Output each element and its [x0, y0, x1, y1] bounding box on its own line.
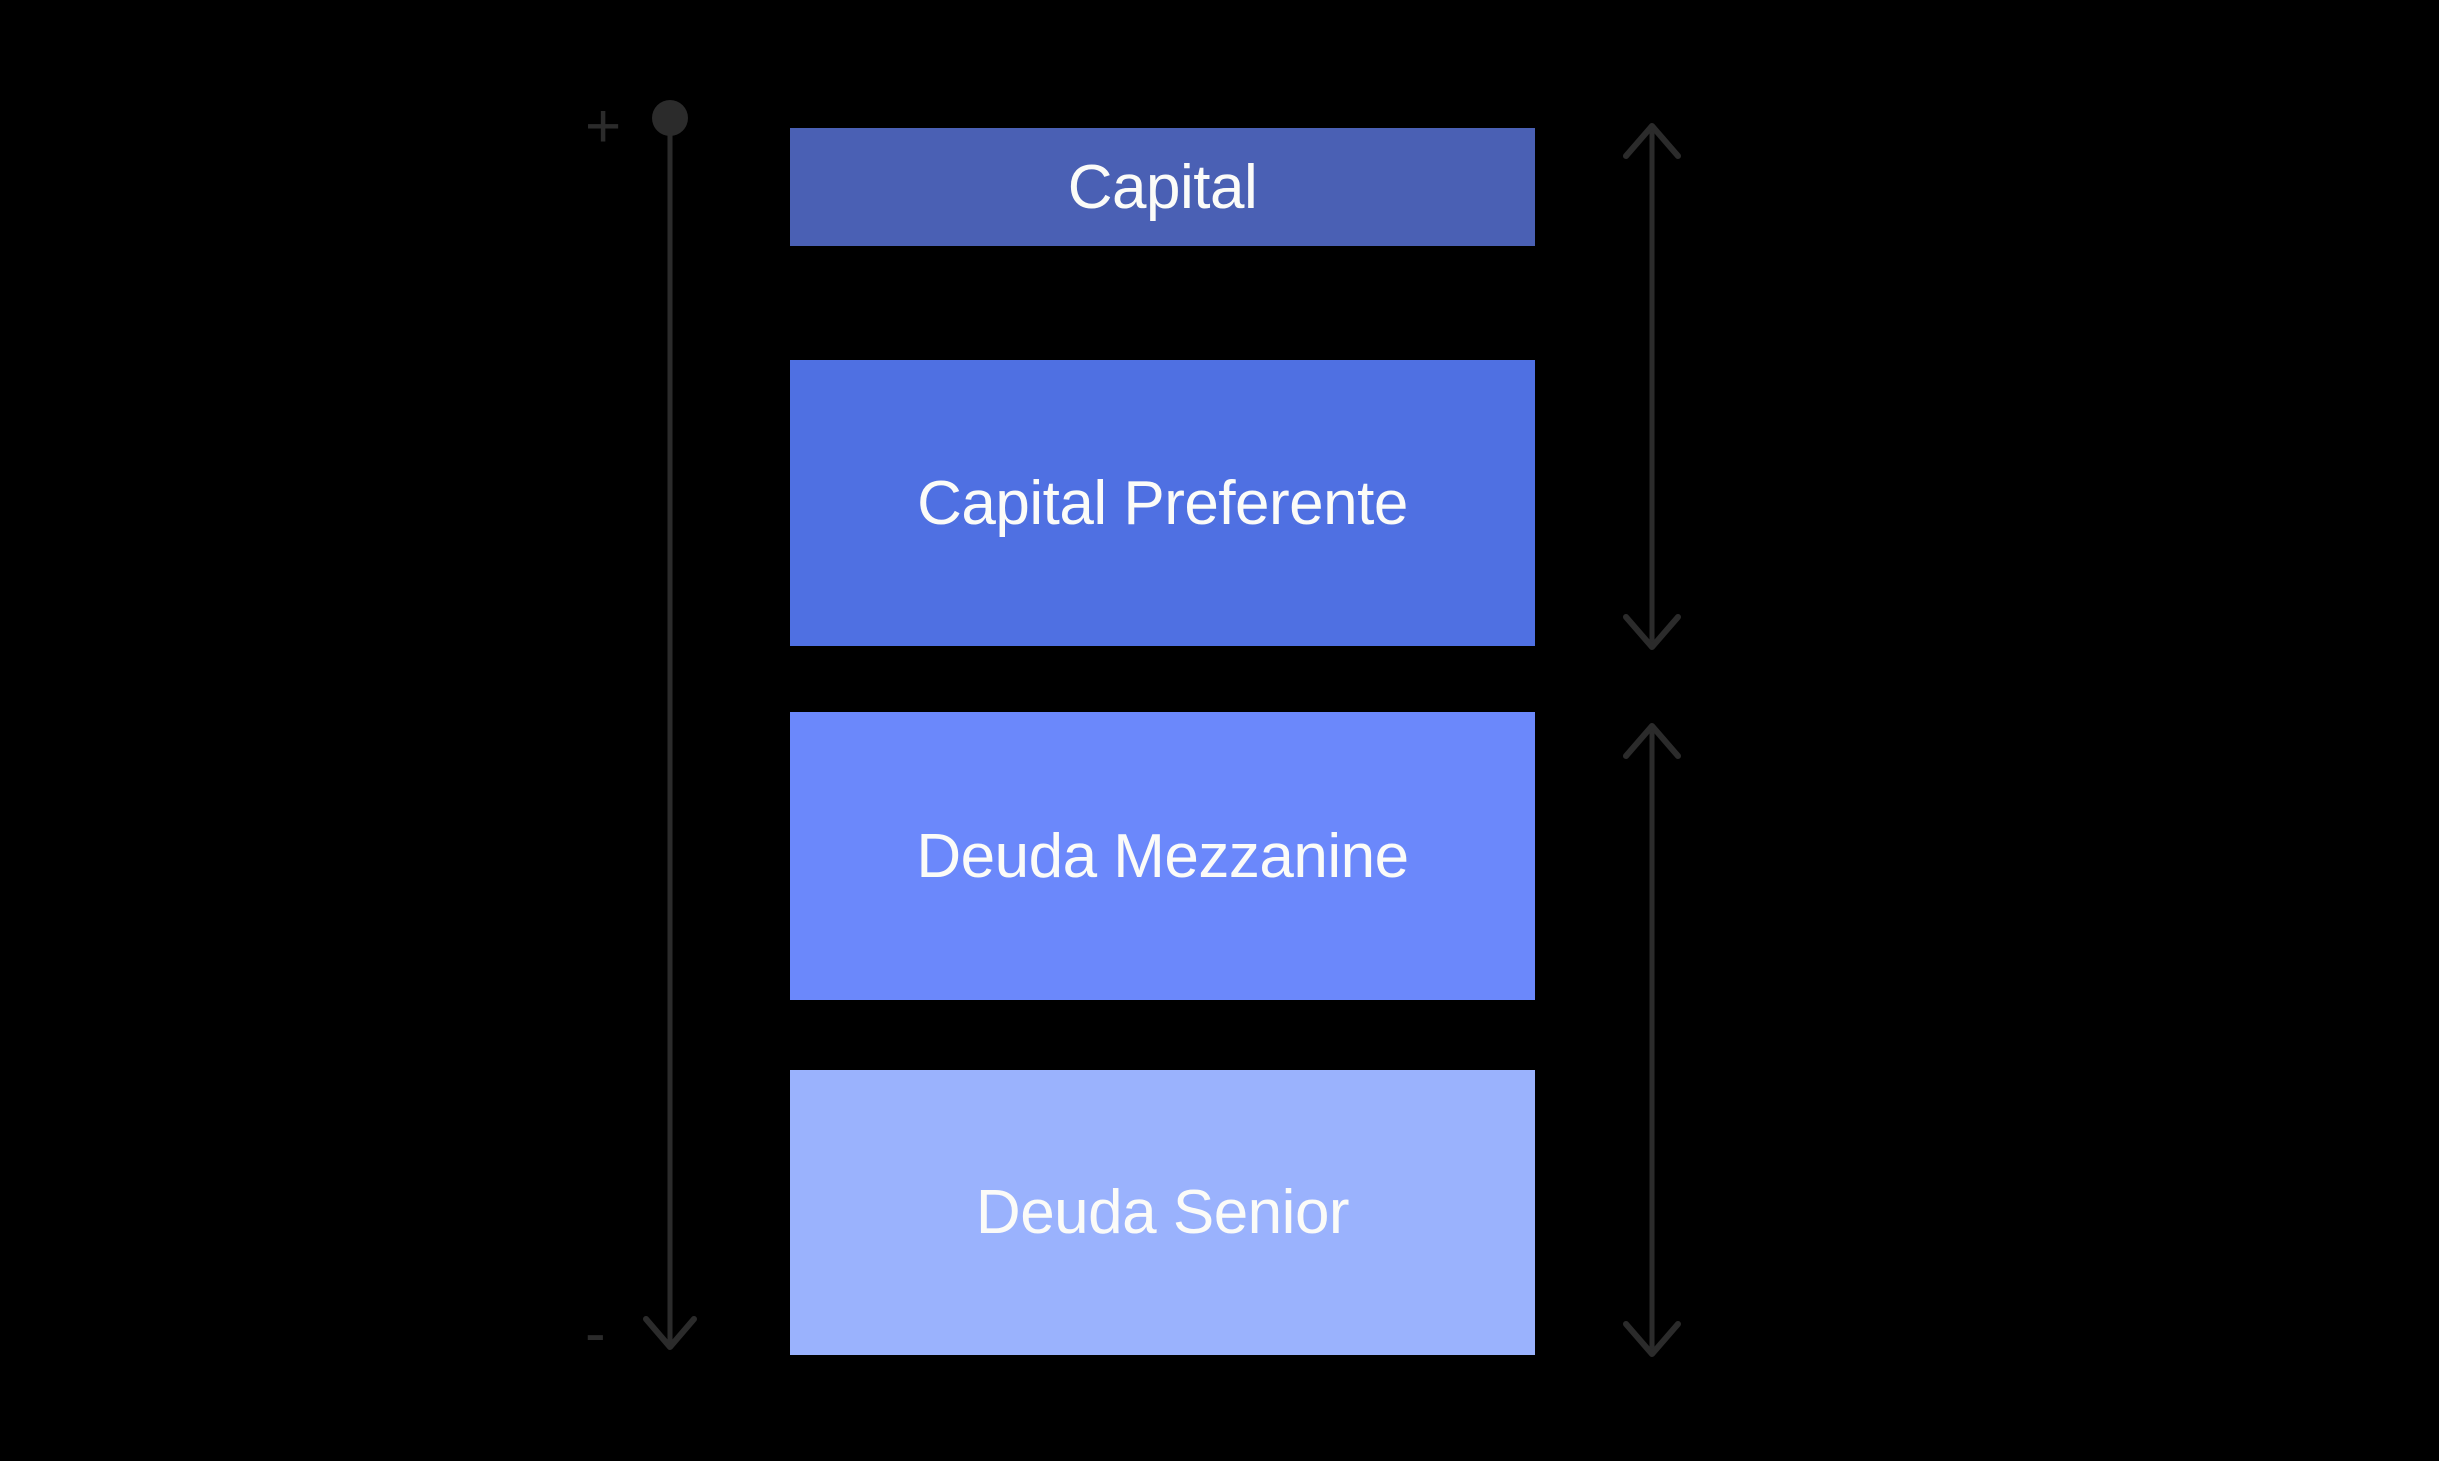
risk-return-axis: + -: [0, 0, 760, 1461]
tranche-label: Deuda Senior: [975, 1178, 1350, 1247]
axis-knob-icon[interactable]: [652, 100, 688, 136]
axis-arrow-down-icon: [643, 1316, 697, 1350]
tranche-bar-deuda-senior[interactable]: Deuda Senior: [790, 1070, 1535, 1355]
tranche-label: Capital: [1067, 152, 1258, 222]
equity-span-arrow: [1623, 123, 1681, 650]
tranche-label: Deuda Mezzanine: [916, 821, 1409, 891]
axis-line-with-arrow: [643, 100, 697, 1350]
arrow-down-head-icon: [1623, 614, 1681, 650]
arrow-down-head-icon: [1623, 1321, 1681, 1357]
span-arrow-group: [1600, 0, 1740, 1461]
tranche-bar-capital-preferente[interactable]: Capital Preferente: [790, 360, 1535, 646]
tranche-label: Capital Preferente: [917, 468, 1408, 538]
debt-span-arrow: [1623, 723, 1681, 1357]
arrow-up-head-icon: [1623, 723, 1681, 759]
capital-stack: Capital Capital Preferente Deuda Mezzani…: [790, 0, 1535, 1461]
tranche-bar-capital[interactable]: Capital: [790, 128, 1535, 246]
tranche-bar-deuda-mezzanine[interactable]: Deuda Mezzanine: [790, 712, 1535, 1000]
arrow-up-head-icon: [1623, 123, 1681, 159]
axis-plus-sign: +: [585, 92, 622, 161]
axis-minus-sign: -: [585, 1299, 606, 1368]
